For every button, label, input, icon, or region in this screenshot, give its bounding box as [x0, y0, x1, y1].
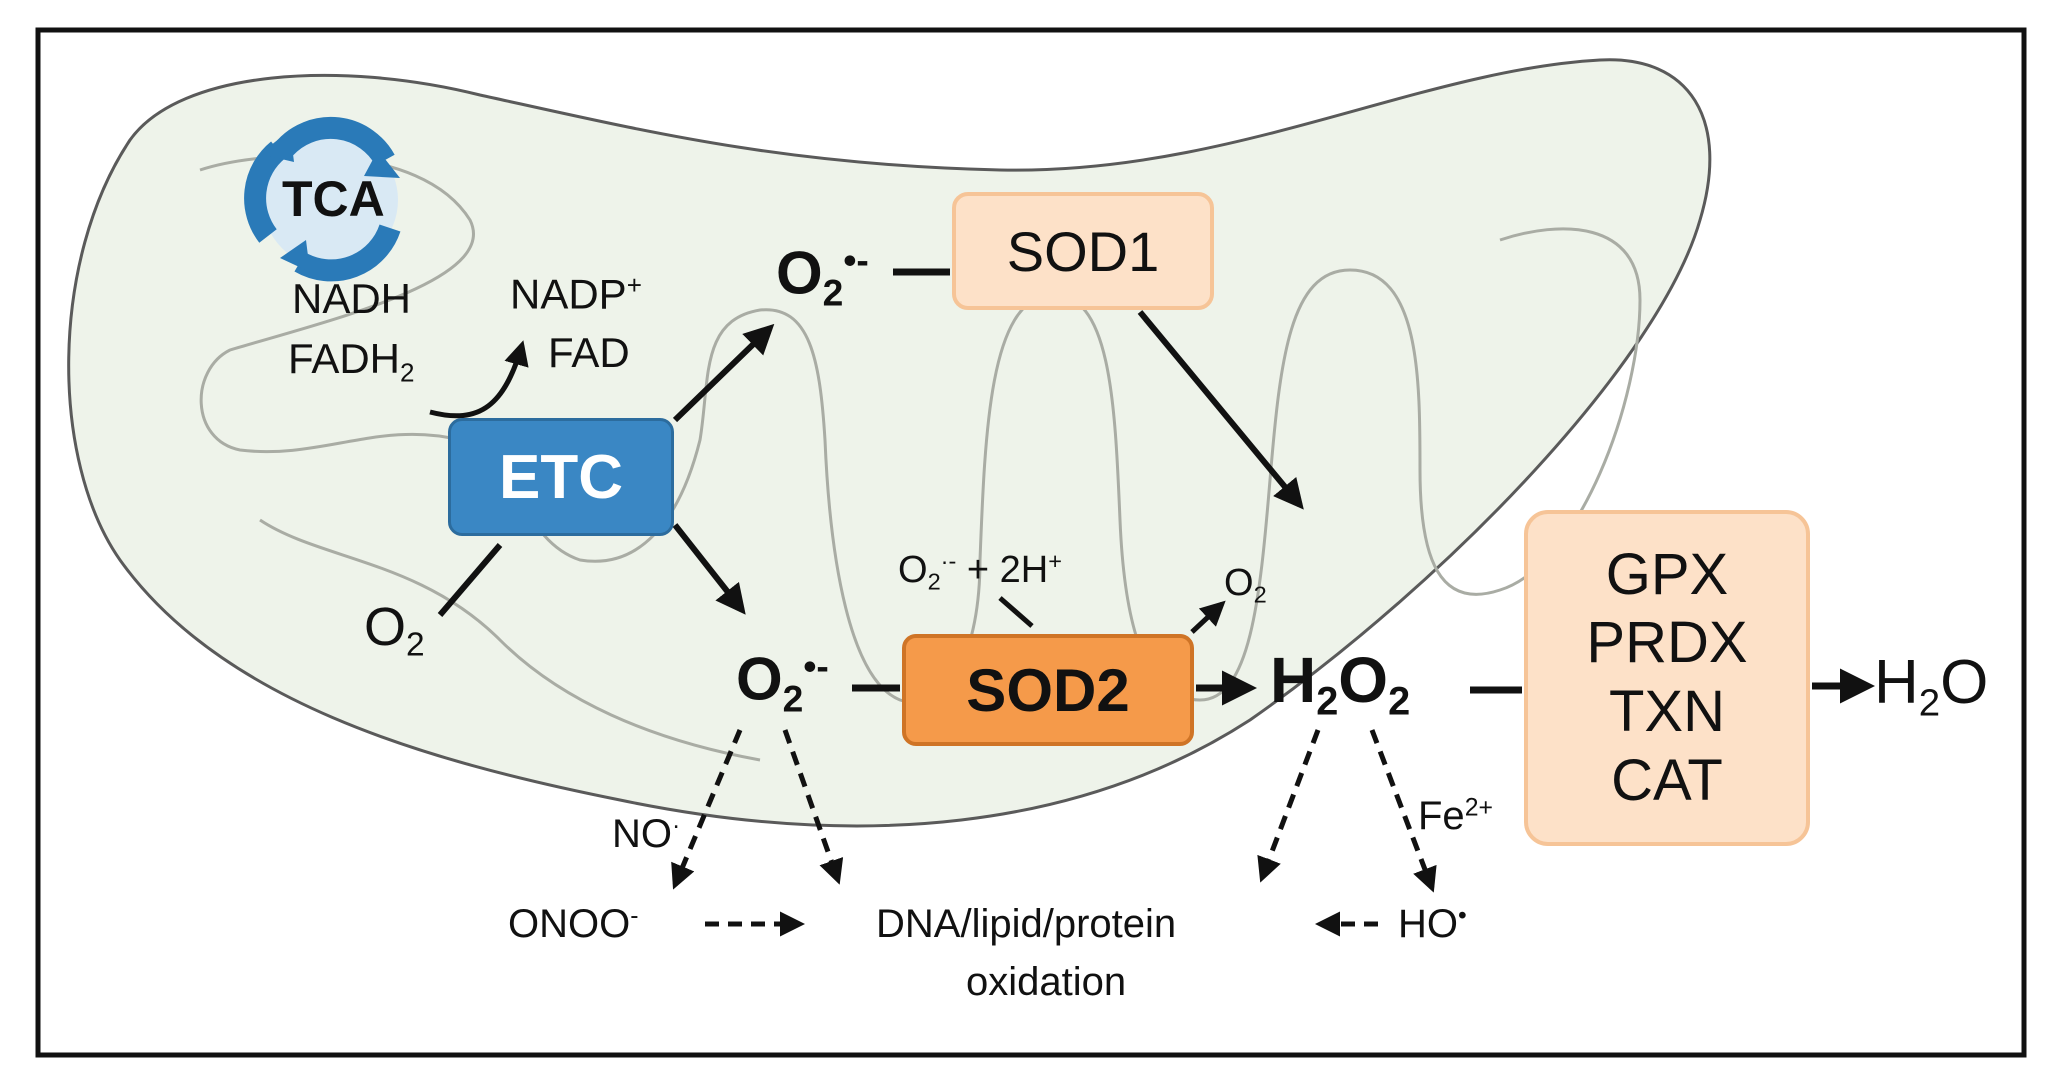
- water-label: H2O: [1874, 652, 1988, 723]
- nadp-text: NADP: [510, 270, 627, 318]
- iron-superscript: 2+: [1464, 794, 1493, 822]
- sod2-input-subscript: 2: [927, 568, 941, 595]
- mitochondrion-cristae: [199, 154, 1642, 704]
- tca-label: TCA: [282, 171, 385, 227]
- sod2-label: SOD2: [966, 656, 1130, 724]
- oxygen-label: O2: [364, 600, 425, 662]
- sod2-input-rest-superscript: +: [1048, 548, 1063, 574]
- etc-box: ETC: [448, 418, 674, 536]
- nitric-oxide-superscript: ·: [672, 812, 681, 840]
- mitochondrion-outer-membrane: [67, 58, 1712, 828]
- h2o2-h-subscript: 2: [1316, 679, 1339, 724]
- nadh-label: NADH: [292, 275, 412, 322]
- sod2-output-label: O2: [1224, 564, 1267, 607]
- cytosolic-superoxide-superscript: •-: [843, 239, 869, 281]
- nadp-superscript: +: [626, 270, 642, 300]
- cytosolic-superoxide-text: O: [776, 239, 823, 307]
- water-h-text: H: [1874, 648, 1919, 717]
- fad-label: FAD: [548, 329, 630, 376]
- antioxidant-cat: CAT: [1611, 747, 1723, 813]
- h2o2-o-subscript: 2: [1388, 679, 1411, 724]
- antioxidant-gpx: GPX: [1605, 541, 1729, 607]
- hydrogen-peroxide-label: H2O2: [1270, 648, 1410, 722]
- h2o2-to-hydroxyl-arrow: [1369, 729, 1437, 893]
- etc-label: ETC: [499, 442, 623, 512]
- antioxidant-txn: TXN: [1609, 679, 1725, 744]
- nadp-label: NADP+: [510, 272, 642, 315]
- fadh2-label: FADH2: [288, 335, 415, 388]
- sod2-output-text: O: [1224, 562, 1254, 604]
- oxygen-subscript: 2: [406, 626, 425, 664]
- hydroxyl-superscript: •: [1458, 902, 1467, 930]
- sod2-to-o2-arrow: [1190, 600, 1226, 634]
- h2o2-o-text: O: [1338, 644, 1389, 716]
- sod2-input-label: O2·- + 2H+: [898, 548, 1063, 595]
- sod2-input-superscript: ·-: [940, 548, 957, 574]
- antioxidant-prdx: PRDX: [1586, 610, 1748, 676]
- nitric-oxide-text: NO: [612, 812, 672, 856]
- sod2-input-rest: + 2H: [956, 548, 1049, 591]
- peroxynitrite-label: ONOO-: [508, 902, 639, 946]
- sod2-input-text: O: [898, 548, 928, 591]
- damage-label-line2: oxidation: [966, 960, 1127, 1004]
- peroxynitrite-superscript: -: [630, 902, 639, 930]
- matrix-superoxide-label: O2•-: [736, 645, 829, 720]
- hydroxyl-radical-label: HO•: [1398, 902, 1467, 946]
- mitochondrion-cristae-lower: [259, 518, 761, 762]
- sod2-input-line: [998, 596, 1034, 628]
- nadh-to-nadp-arrow: [429, 340, 529, 419]
- iron-text: Fe: [1418, 794, 1465, 838]
- sod1-to-h2o2-arrow: [1137, 310, 1304, 510]
- fadh-text: FADH: [288, 335, 401, 382]
- cytosolic-superoxide-label: O2•-: [776, 239, 869, 314]
- o2-to-etc-line: [437, 543, 503, 617]
- h2o2-h-text: H: [1270, 644, 1317, 716]
- etc-to-matrix-superoxide-arrow: [672, 523, 746, 615]
- matrix-superoxide-text: O: [736, 645, 783, 713]
- sod2-output-subscript: 2: [1253, 581, 1267, 608]
- h2o2-to-damage-arrow: [1257, 729, 1321, 883]
- water-subscript: 2: [1918, 681, 1941, 725]
- etc-to-cytosolic-superoxide-arrow: [672, 323, 775, 423]
- fadh-subscript: 2: [400, 357, 415, 388]
- sod1-box: SOD1: [952, 192, 1214, 310]
- tca-cycle-icon: [244, 116, 401, 282]
- matrix-superoxide-superscript: •-: [803, 645, 829, 687]
- oxygen-text: O: [364, 597, 407, 657]
- sod1-label: SOD1: [1006, 219, 1160, 283]
- superoxide-to-damage-arrow: [782, 729, 844, 885]
- matrix-superoxide-subscript: 2: [782, 677, 804, 720]
- nitric-oxide-label: NO·: [612, 812, 681, 856]
- cytosolic-superoxide-subscript: 2: [822, 271, 844, 314]
- water-o-text: O: [1940, 648, 1989, 717]
- antioxidant-enzymes-box: GPX PRDX TXN CAT: [1524, 510, 1810, 846]
- superoxide-to-onoo-arrow: [671, 729, 743, 890]
- peroxynitrite-text: ONOO: [508, 902, 631, 946]
- sod2-box: SOD2: [902, 634, 1194, 746]
- iron-label: Fe2+: [1418, 794, 1493, 838]
- damage-label-line1: DNA/lipid/protein: [876, 902, 1177, 946]
- hydroxyl-text: HO: [1398, 902, 1458, 946]
